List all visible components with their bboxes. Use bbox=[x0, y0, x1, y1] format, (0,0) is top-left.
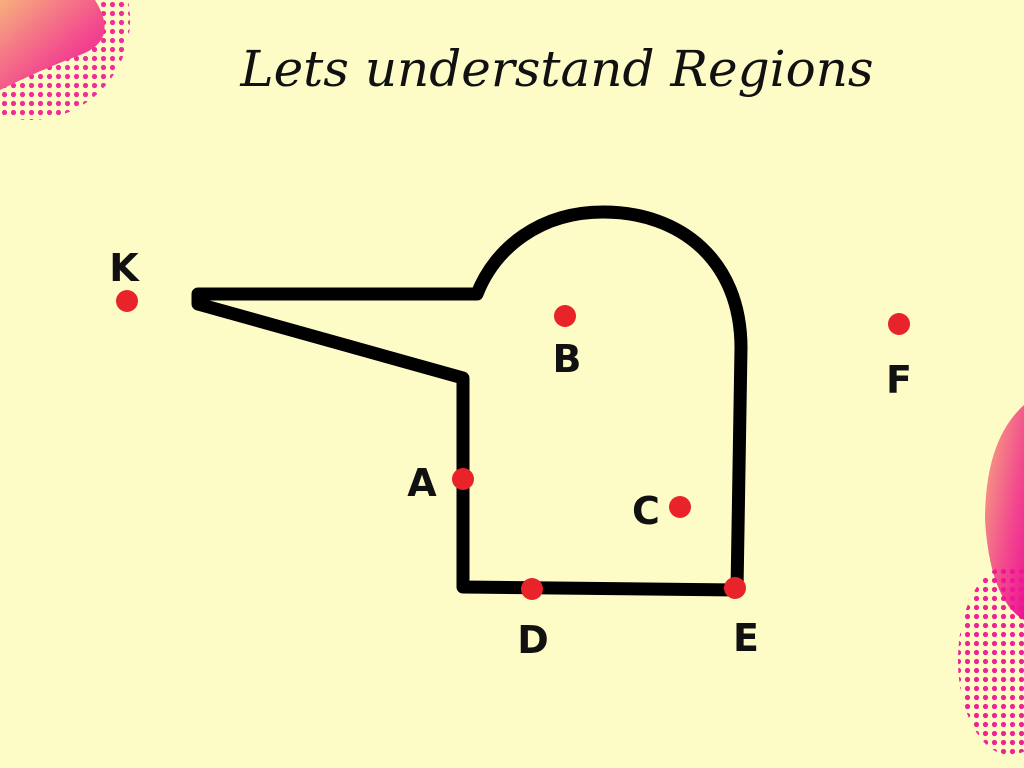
label-a: A bbox=[407, 461, 437, 505]
point-b bbox=[554, 305, 576, 327]
label-e: E bbox=[733, 616, 759, 660]
decor-blob-bottom-right bbox=[958, 405, 1024, 755]
point-c bbox=[669, 496, 691, 518]
label-k: K bbox=[109, 246, 140, 290]
point-a bbox=[452, 468, 474, 490]
label-f: F bbox=[886, 358, 912, 402]
point-e bbox=[724, 577, 746, 599]
label-d: D bbox=[517, 618, 549, 662]
decor-blob-top-left bbox=[0, 0, 130, 120]
point-f bbox=[888, 313, 910, 335]
point-d bbox=[521, 578, 543, 600]
point-k bbox=[116, 290, 138, 312]
label-c: C bbox=[632, 489, 660, 533]
page-title: Lets understand Regions bbox=[239, 40, 873, 98]
region-outline bbox=[191, 205, 748, 597]
label-b: B bbox=[553, 337, 582, 381]
